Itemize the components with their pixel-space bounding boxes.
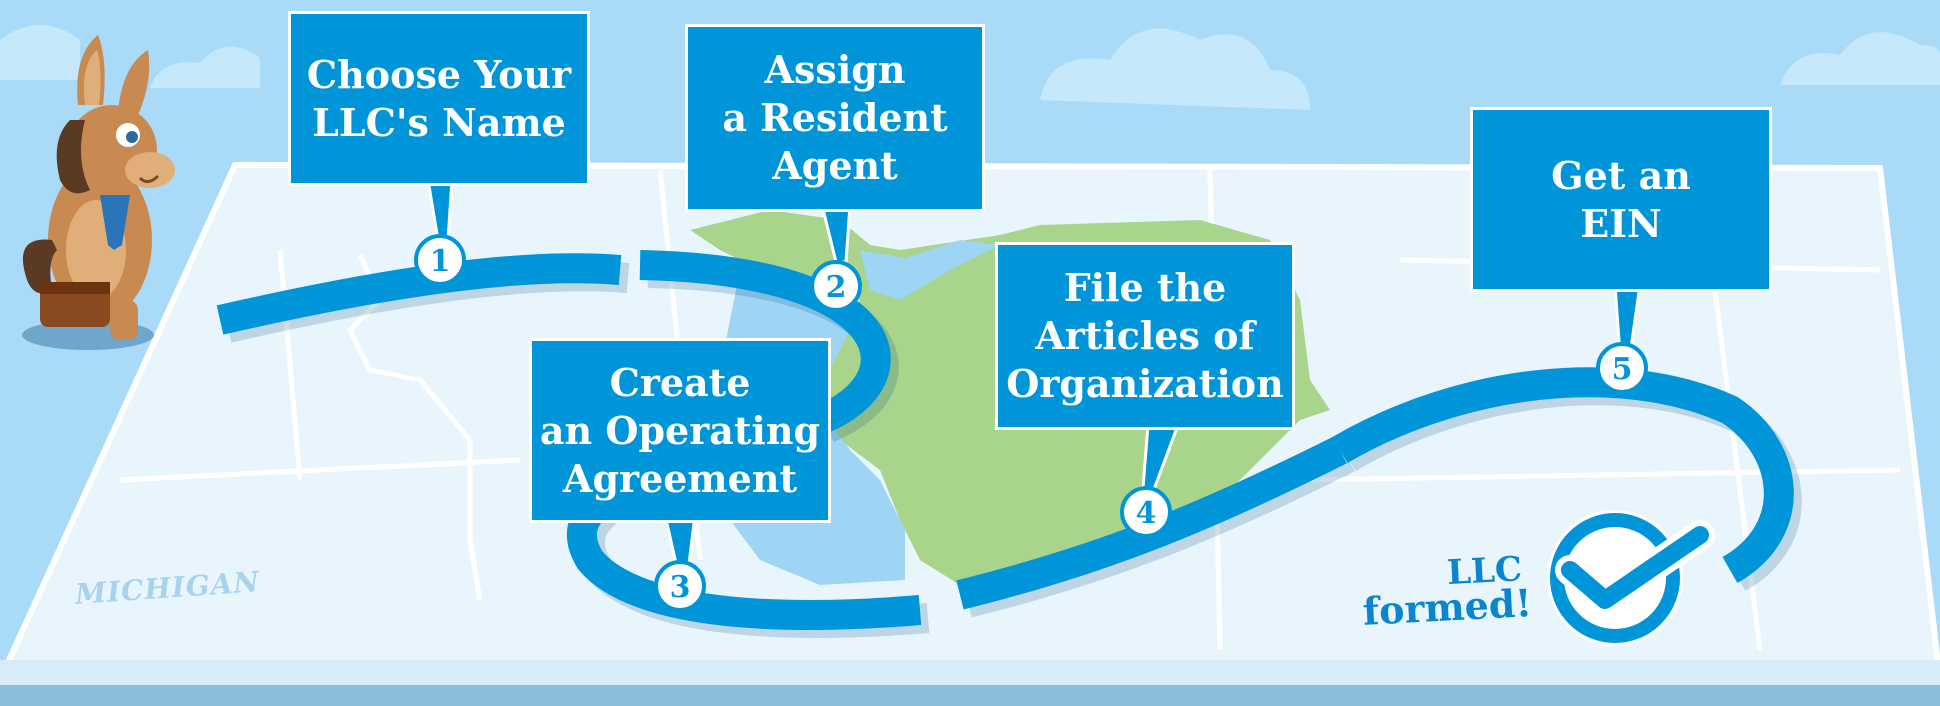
step-number-3: 3 (670, 570, 691, 605)
step-marker-4: 4 (1120, 486, 1172, 538)
step-1-line-2: LLC's Name (312, 99, 566, 145)
lake-water (860, 240, 1000, 300)
step-number-5: 5 (1612, 352, 1633, 387)
step-5-callout: Get an EIN (1470, 107, 1772, 292)
step-1-callout: Choose Your LLC's Name (288, 11, 590, 186)
cloud-icon (0, 25, 1940, 110)
step-marker-1: 1 (414, 234, 466, 286)
step-3-line-3: Agreement (563, 455, 797, 501)
step-marker-2: 2 (810, 260, 862, 312)
path-segment-5 (1332, 367, 1794, 584)
checkmark-icon (1547, 510, 1715, 646)
step-2-callout: Assign a Resident Agent (685, 24, 985, 212)
donkey-mascot-icon (22, 35, 175, 350)
step-number-1: 1 (430, 244, 451, 279)
step-2-line-2: a Resident (722, 95, 948, 140)
step-5-line-2: EIN (1580, 200, 1662, 246)
step-4-line-3: Organization (1006, 361, 1284, 406)
step-3-line-1: Create (609, 359, 751, 405)
map-fold (0, 660, 1940, 685)
step-2-line-3: Agent (772, 143, 898, 188)
callout-pointers (426, 178, 1642, 574)
step-5-line-1: Get an (1551, 152, 1691, 198)
step-4-callout: File the Articles of Organization (995, 242, 1295, 430)
step-marker-3: 3 (654, 560, 706, 612)
step-4-line-2: Articles of (1035, 313, 1255, 358)
step-2-line-1: Assign (764, 47, 906, 92)
path-segment-1 (216, 253, 622, 335)
path-segment-2 (639, 250, 891, 434)
step-number-2: 2 (826, 270, 847, 305)
step-number-4: 4 (1136, 496, 1157, 531)
step-marker-5: 5 (1596, 342, 1648, 394)
step-3-callout: Create an Operating Agreement (529, 338, 831, 523)
step-4-line-1: File the (1063, 265, 1227, 310)
step-1-line-1: Choose Your (306, 51, 572, 97)
step-3-line-2: an Operating (539, 407, 821, 453)
